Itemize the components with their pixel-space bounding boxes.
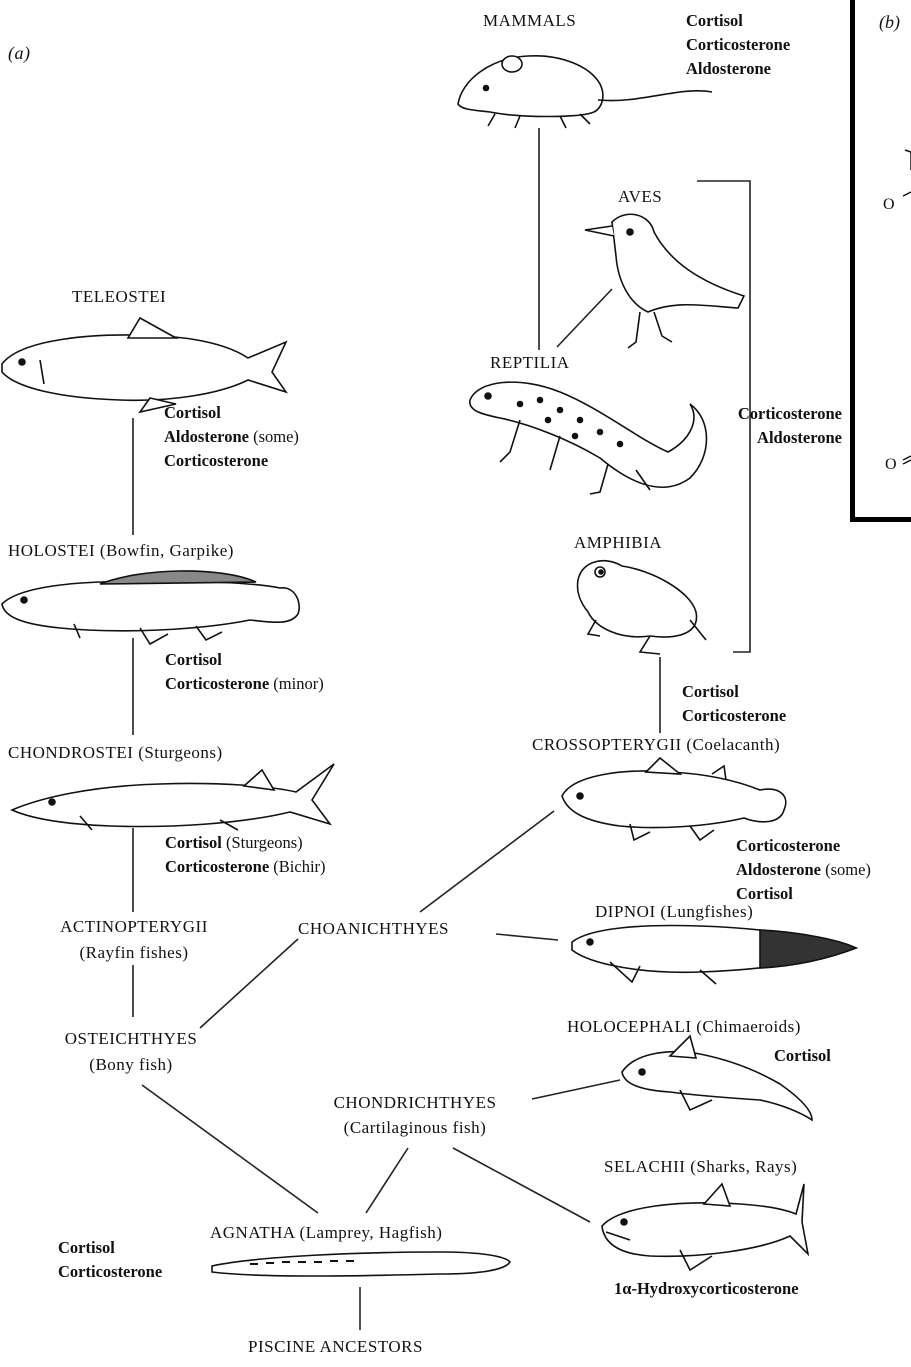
lamprey-illustration bbox=[212, 1252, 510, 1276]
hormones-chondrostei: Cortisol (Sturgeons) Corticosterone (Bic… bbox=[165, 831, 326, 879]
hormones-tetrapods: Corticosterone Aldosterone bbox=[712, 402, 842, 450]
hormone-coelacanth-2-note: (some) bbox=[821, 860, 871, 879]
hormone-holostei-2-note: (minor) bbox=[269, 674, 324, 693]
label-actinopterygii-name: ACTINOPTERYGII bbox=[14, 918, 254, 935]
label-aves: AVES bbox=[618, 188, 662, 205]
lungfish-illustration bbox=[572, 926, 856, 984]
hormone-amphibia-1: Cortisol bbox=[682, 682, 739, 701]
hormones-teleostei: Cortisol Aldosterone (some) Corticostero… bbox=[164, 401, 299, 473]
hormone-chondrostei-2: Corticosterone bbox=[165, 857, 269, 876]
hormones-holostei: Cortisol Corticosterone (minor) bbox=[165, 648, 324, 696]
label-osteichthyes-common: (Bony fish) bbox=[16, 1056, 246, 1073]
hormone-mammals-1: Cortisol bbox=[686, 11, 743, 30]
hormone-mammals-3: Aldosterone bbox=[686, 59, 771, 78]
label-amphibia: AMPHIBIA bbox=[574, 534, 662, 551]
label-chondrichthyes: CHONDRICHTHYES (Cartilaginous fish) bbox=[300, 1094, 530, 1136]
hormone-agnatha-2: Corticosterone bbox=[58, 1262, 162, 1281]
label-chondrichthyes-name: CHONDRICHTHYES bbox=[300, 1094, 530, 1111]
hormone-holocephali-1: Cortisol bbox=[774, 1046, 831, 1065]
panel-b-frame: (b) O O bbox=[850, 0, 911, 522]
hormone-mammals-2: Corticosterone bbox=[686, 35, 790, 54]
label-piscine-ancestors: PISCINE ANCESTORS bbox=[248, 1338, 423, 1355]
hormone-chondrostei-1-note: (Sturgeons) bbox=[222, 833, 303, 852]
label-holocephali: HOLOCEPHALI (Chimaeroids) bbox=[567, 1018, 801, 1035]
label-actinopterygii-common: (Rayfin fishes) bbox=[14, 944, 254, 961]
steroid-structure-fragment bbox=[855, 0, 911, 522]
bowfin-illustration bbox=[2, 571, 299, 644]
hormone-teleostei-2: Aldosterone bbox=[164, 427, 249, 446]
label-chondrichthyes-common: (Cartilaginous fish) bbox=[300, 1119, 530, 1136]
mouse-illustration bbox=[458, 56, 712, 128]
label-choanichthyes: CHOANICHTHYES bbox=[298, 920, 449, 937]
hormone-teleostei-3: Corticosterone bbox=[164, 451, 268, 470]
label-osteichthyes-name: OSTEICHTHYES bbox=[16, 1030, 246, 1047]
hormone-coelacanth-3: Cortisol bbox=[736, 884, 793, 903]
label-mammals: MAMMALS bbox=[483, 12, 576, 29]
hormone-amphibia-2: Corticosterone bbox=[682, 706, 786, 725]
hormone-coelacanth-2: Aldosterone bbox=[736, 860, 821, 879]
label-actinopterygii: ACTINOPTERYGII (Rayfin fishes) bbox=[14, 918, 254, 961]
hormones-coelacanth: Corticosterone Aldosterone (some) Cortis… bbox=[736, 834, 871, 906]
sturgeon-illustration bbox=[12, 764, 334, 830]
hormone-chondrostei-1: Cortisol bbox=[165, 833, 222, 852]
hormone-tetrapods-2: Aldosterone bbox=[757, 428, 842, 447]
hormone-agnatha-1: Cortisol bbox=[58, 1238, 115, 1257]
label-agnatha: AGNATHA (Lamprey, Hagfish) bbox=[210, 1224, 442, 1241]
label-reptilia: REPTILIA bbox=[490, 354, 570, 371]
label-teleostei: TELEOSTEI bbox=[72, 288, 166, 305]
hormone-holostei-2: Corticosterone bbox=[165, 674, 269, 693]
bird-illustration bbox=[585, 214, 744, 348]
hormone-coelacanth-1: Corticosterone bbox=[736, 836, 840, 855]
panel-label-a: (a) bbox=[8, 44, 31, 62]
shark-illustration bbox=[602, 1184, 808, 1270]
frog-illustration bbox=[577, 561, 706, 654]
hormones-mammals: Cortisol Corticosterone Aldosterone bbox=[686, 9, 790, 81]
hormones-holocephali: Cortisol bbox=[774, 1044, 831, 1068]
hormone-teleostei-1: Cortisol bbox=[164, 403, 221, 422]
label-crossopterygii: CROSSOPTERYGII (Coelacanth) bbox=[532, 736, 780, 753]
teleost-fish-illustration bbox=[2, 318, 286, 412]
hormones-amphibia: Cortisol Corticosterone bbox=[682, 680, 786, 728]
hormone-chondrostei-2-note: (Bichir) bbox=[269, 857, 325, 876]
hormone-teleostei-2-note: (some) bbox=[249, 427, 299, 446]
hormones-selachii: 1α-Hydroxycorticosterone bbox=[614, 1277, 799, 1301]
coelacanth-illustration bbox=[562, 758, 786, 840]
hormones-agnatha: Cortisol Corticosterone bbox=[58, 1236, 162, 1284]
label-selachii: SELACHII (Sharks, Rays) bbox=[604, 1158, 797, 1175]
label-osteichthyes: OSTEICHTHYES (Bony fish) bbox=[16, 1030, 246, 1073]
hormone-selachii-1: 1α-Hydroxycorticosterone bbox=[614, 1279, 799, 1298]
label-holostei: HOLOSTEI (Bowfin, Garpike) bbox=[8, 542, 234, 559]
hormone-holostei-1: Cortisol bbox=[165, 650, 222, 669]
hormone-tetrapods-1: Corticosterone bbox=[738, 404, 842, 423]
label-chondrostei: CHONDROSTEI (Sturgeons) bbox=[8, 744, 223, 761]
salamander-illustration bbox=[470, 382, 707, 494]
label-dipnoi: DIPNOI (Lungfishes) bbox=[595, 903, 753, 920]
